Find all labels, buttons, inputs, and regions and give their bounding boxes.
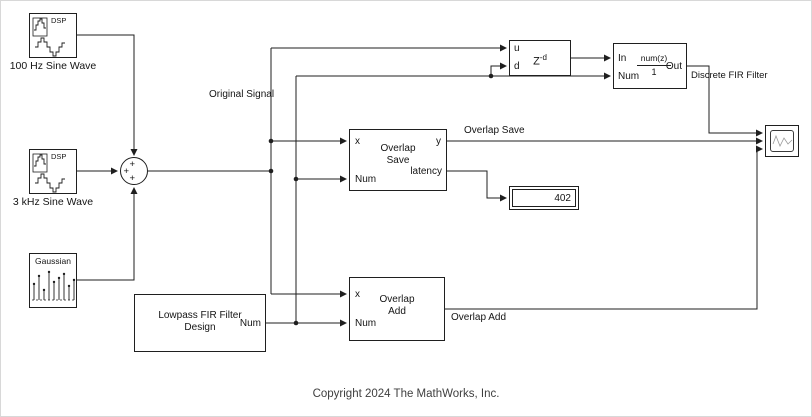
wire-overlap-add-to-scope[interactable] [445,145,763,310]
sine-wave-3khz-block[interactable]: DSP [29,149,77,194]
overlap-save-title-line1: Overlap [380,143,416,154]
discrete-fir-filter-block[interactable]: In Num Out num(z) 1 [613,43,687,89]
delay-block[interactable]: u d Z-d [509,40,571,76]
stem-plot-icon [32,270,76,301]
delay-expression: Z-d [533,53,547,68]
port-label-y: y [436,136,441,147]
signal-label-overlap-save: Overlap Save [464,125,525,136]
port-label-num: Num [618,71,640,82]
lowpass-title-line2: Design [184,322,216,333]
wire-junction-dots [268,73,494,326]
signal-label-original-signal: Original Signal [209,89,275,100]
port-label-u: u [514,43,520,54]
port-label-in: In [618,53,627,64]
plus-sign: + [129,173,136,184]
wire-gaussian-to-sum[interactable] [77,187,138,281]
gaussian-noise-block[interactable]: Gaussian [29,253,77,308]
block-label-sine-3khz: 3 kHz Sine Wave [12,196,94,208]
copyright-text: Copyright 2024 The MathWorks, Inc. [312,388,500,400]
dsp-badge: DSP [51,16,67,25]
port-label-x: x [355,289,360,300]
block-label-sine-100hz: 100 Hz Sine Wave [9,60,97,72]
display-value: 402 [554,192,571,204]
lowpass-title-line1: Lowpass FIR Filter [158,310,242,321]
scope-block[interactable] [765,125,799,157]
sine-wave-icon [32,153,65,193]
overlap-add-title-line1: Overlap [379,294,415,305]
numerator: num(z) [637,52,671,66]
port-label-num-out: Num [239,318,261,329]
port-label-d: d [514,61,520,72]
sum-block[interactable]: + + + [120,157,148,185]
wire-sine100-to-sum[interactable] [77,34,138,156]
plus-sign: + [123,166,130,177]
plus-sign: + [129,159,136,170]
port-label-num: Num [355,318,377,329]
denominator: 1 [651,67,657,77]
wire-num-to-delay-d[interactable] [490,62,507,76]
port-label-latency: latency [410,166,442,177]
overlap-add-block[interactable]: x Num Overlap Add [349,277,445,341]
overlap-add-title-line2: Add [388,306,406,317]
scope-screen-icon [770,130,794,152]
overlap-save-block[interactable]: x Num y latency Overlap Save [349,129,447,191]
port-label-num: Num [355,174,377,185]
port-label-out: Out [665,61,682,72]
port-label-x: x [355,136,360,147]
wire-latency-to-display[interactable] [447,170,507,202]
transfer-function: num(z) 1 [637,52,671,79]
signal-label-overlap-add: Overlap Add [451,312,507,323]
dsp-badge: DSP [51,152,67,161]
gaussian-label: Gaussian [35,256,71,266]
block-label-discrete-fir-filter: Discrete FIR Filter [691,70,768,81]
lowpass-fir-filter-design-block[interactable]: Lowpass FIR Filter Design Num [134,294,266,352]
sine-wave-icon [32,17,65,57]
sine-wave-100hz-block[interactable]: DSP [29,13,77,58]
wire-fir-to-scope[interactable] [687,65,763,137]
display-block[interactable]: 402 [509,186,579,210]
overlap-save-title-line2: Save [386,155,410,166]
